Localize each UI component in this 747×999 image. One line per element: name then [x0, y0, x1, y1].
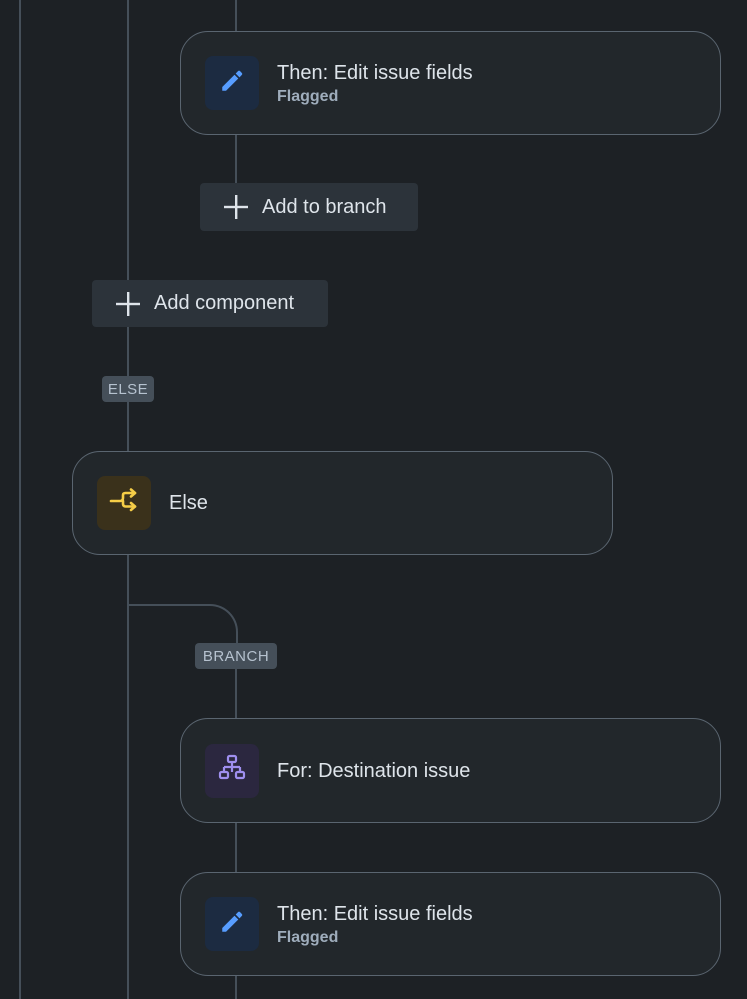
outer-connector-line — [19, 0, 21, 999]
plus-icon — [222, 193, 250, 221]
edit-action-icon-box — [205, 897, 259, 951]
plus-icon — [114, 290, 142, 318]
branch-connector-bottom — [235, 975, 237, 999]
hierarchy-icon — [218, 754, 246, 787]
branch-connector-between-cards — [235, 822, 237, 874]
else-label-pill: ELSE — [102, 376, 154, 402]
edit-issue-fields-card[interactable]: Then: Edit issue fields Flagged — [180, 31, 721, 135]
add-component-label: Add component — [154, 292, 295, 314]
for-destination-issue-card[interactable]: For: Destination issue — [180, 718, 721, 823]
add-component-button[interactable]: Add component — [92, 280, 328, 327]
card-subtitle: Flagged — [277, 87, 339, 105]
pencil-icon — [219, 68, 245, 99]
else-icon-box — [97, 476, 151, 530]
card-subtitle: Flagged — [277, 928, 339, 946]
add-to-branch-button[interactable]: Add to branch — [200, 183, 418, 231]
card-title: For: Destination issue — [277, 759, 471, 782]
for-icon-box — [205, 743, 259, 798]
branch-curve-connector — [128, 604, 238, 644]
branch-connector-mid — [235, 134, 237, 184]
edit-action-icon-box — [205, 56, 259, 110]
branch-arrows-icon — [109, 487, 139, 519]
branch-label-pill: BRANCH — [195, 643, 277, 669]
card-title: Else — [169, 492, 208, 514]
main-connector-line — [127, 0, 129, 453]
add-to-branch-label: Add to branch — [262, 195, 387, 218]
edit-issue-fields-card[interactable]: Then: Edit issue fields Flagged — [180, 872, 721, 976]
branch-connector-top — [235, 0, 237, 32]
card-title: Then: Edit issue fields — [277, 902, 473, 925]
card-title: Then: Edit issue fields — [277, 61, 473, 84]
branch-connector-lower — [235, 644, 237, 720]
pencil-icon — [219, 909, 245, 940]
else-card[interactable]: Else — [72, 451, 613, 555]
main-connector-line-lower — [127, 554, 129, 999]
